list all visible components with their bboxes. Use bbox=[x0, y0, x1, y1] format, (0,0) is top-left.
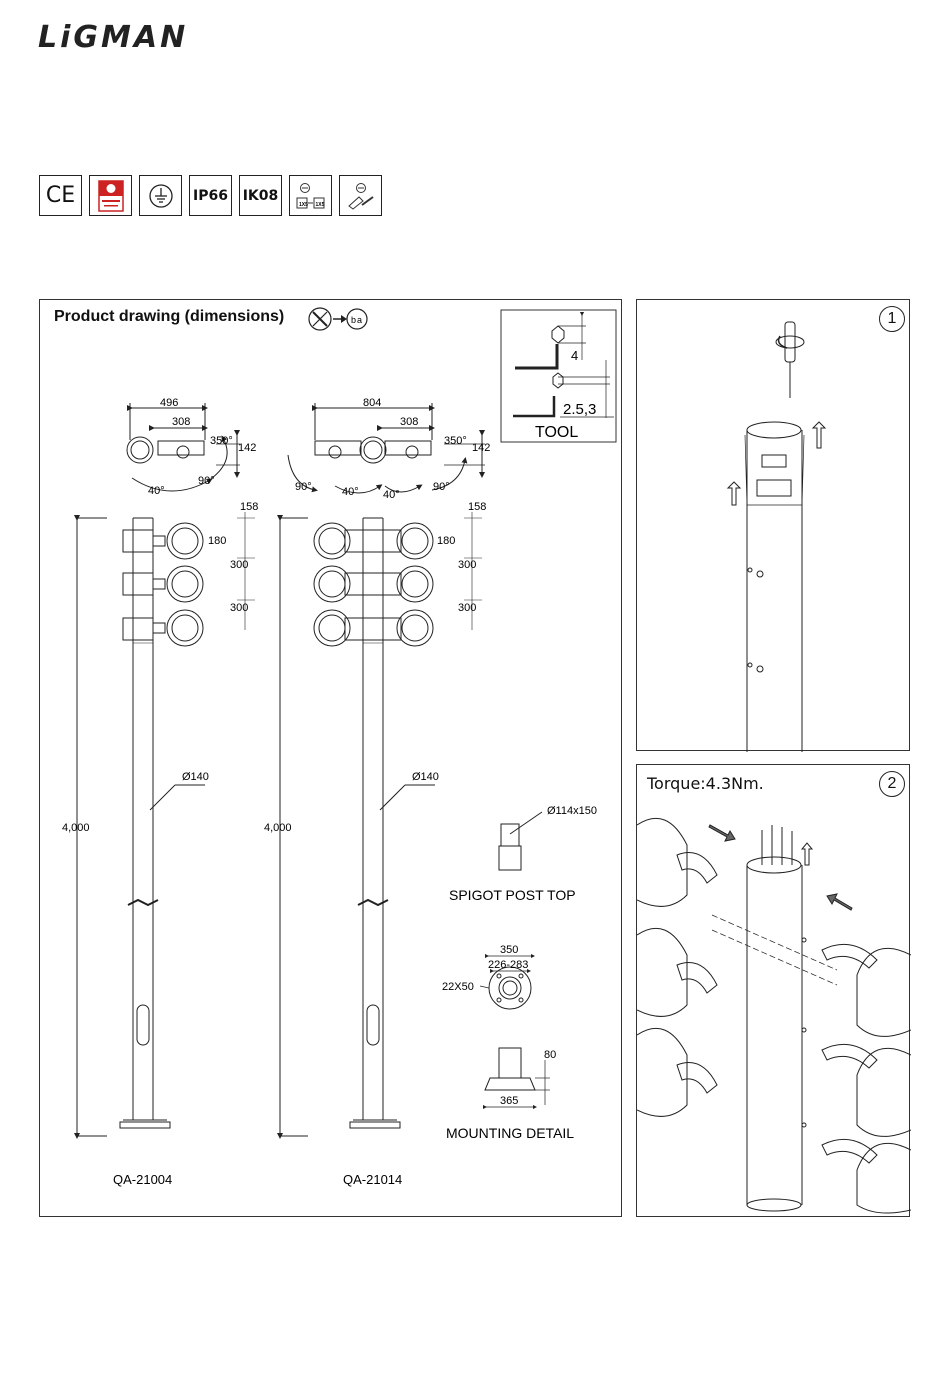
single-diameter: Ø140 bbox=[182, 771, 209, 783]
mounting-detail bbox=[480, 956, 550, 1107]
mounting-height: 80 bbox=[544, 1049, 556, 1061]
tool-hex-size: 4 bbox=[571, 348, 578, 363]
step-2-panel: Torque:4.3Nm. 2 bbox=[636, 764, 910, 1217]
mounting-slot: 22X50 bbox=[442, 981, 474, 993]
single-head-height: 180 bbox=[208, 535, 226, 547]
ce-mark-icon: CE bbox=[39, 175, 82, 216]
double-head-height: 180 bbox=[437, 535, 455, 547]
tools-a-icon: 1X5 1X5 bbox=[289, 175, 332, 216]
svg-text:1X5: 1X5 bbox=[299, 202, 308, 208]
certification-row: CE IP66 IK08 1X5 1X5 bbox=[39, 175, 382, 216]
single-spacing-1: 300 bbox=[230, 559, 248, 571]
svg-text:1X5: 1X5 bbox=[315, 202, 324, 208]
double-code: QA-21014 bbox=[343, 1172, 402, 1187]
double-height: 4,000 bbox=[264, 822, 292, 834]
double-top-view bbox=[288, 403, 485, 493]
drawing-canvas: 4 2.5,3 TOOL 496 308 350° 142 40° 90° bbox=[40, 300, 623, 1218]
step-1-panel: 1 bbox=[636, 299, 910, 751]
double-top-width: 804 bbox=[363, 397, 381, 409]
single-spacing-2: 300 bbox=[230, 602, 248, 614]
double-angle-left: 90° bbox=[295, 481, 312, 493]
tool-box bbox=[501, 310, 616, 442]
step-1-illustration bbox=[637, 300, 911, 752]
single-rotation: 350° bbox=[210, 435, 233, 447]
double-head-depth: 142 bbox=[472, 442, 490, 454]
spigot-detail bbox=[499, 812, 542, 870]
earth-ground-icon bbox=[139, 175, 182, 216]
single-gap-top: 158 bbox=[240, 501, 258, 513]
ik-rating-badge: IK08 bbox=[239, 175, 282, 216]
double-rotation: 350° bbox=[444, 435, 467, 447]
spigot-size: Ø114x150 bbox=[547, 805, 597, 817]
double-angle-a: 40° bbox=[342, 486, 359, 498]
single-height: 4,000 bbox=[62, 822, 90, 834]
single-head-depth: 142 bbox=[238, 442, 256, 454]
double-gap-top: 158 bbox=[468, 501, 486, 513]
double-spacing-1: 300 bbox=[458, 559, 476, 571]
tools-b-icon bbox=[339, 175, 382, 216]
mounting-base: 365 bbox=[500, 1095, 518, 1107]
mounting-label: MOUNTING DETAIL bbox=[446, 1125, 574, 1141]
tool-key-size: 2.5,3 bbox=[563, 401, 596, 418]
tool-label: TOOL bbox=[535, 424, 578, 441]
single-code: QA-21004 bbox=[113, 1172, 172, 1187]
double-angle-b: 40° bbox=[383, 489, 400, 501]
brand-logo: LiGMAN bbox=[38, 20, 188, 55]
ip-rating-badge: IP66 bbox=[189, 175, 232, 216]
single-pole bbox=[77, 512, 255, 1136]
double-arm-width: 308 bbox=[400, 416, 418, 428]
step-2-illustration bbox=[637, 765, 911, 1218]
single-top-width: 496 bbox=[160, 397, 178, 409]
double-angle-right: 90° bbox=[433, 481, 450, 493]
single-angle-a: 40° bbox=[148, 485, 165, 497]
mounting-pcd: 226-283 bbox=[488, 959, 528, 971]
single-arm-width: 308 bbox=[172, 416, 190, 428]
single-angle-b: 90° bbox=[198, 475, 215, 487]
quality-badge-icon bbox=[89, 175, 132, 216]
spigot-label: SPIGOT POST TOP bbox=[449, 887, 576, 903]
mounting-outer: 350 bbox=[500, 944, 518, 956]
double-pole bbox=[280, 512, 482, 1136]
double-spacing-2: 300 bbox=[458, 602, 476, 614]
double-diameter: Ø140 bbox=[412, 771, 439, 783]
